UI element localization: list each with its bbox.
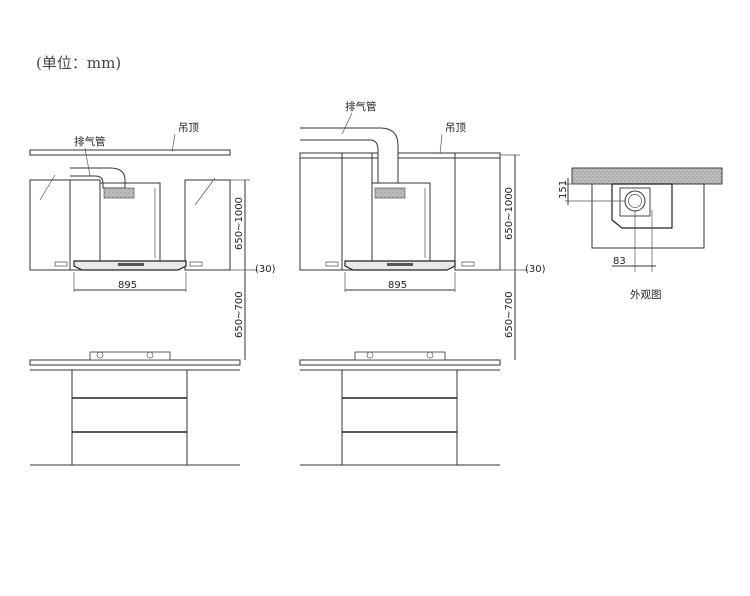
side-caption: 外观图: [630, 289, 662, 301]
ceiling-section: [571, 167, 723, 185]
ceiling-slab: [29, 149, 231, 156]
side-top-dim: 151: [558, 180, 569, 199]
wall-cabinet-right: [454, 152, 501, 271]
hood-control-strip: [118, 263, 144, 266]
cabinet-handle: [189, 261, 203, 267]
cabinet-handle: [461, 261, 475, 267]
middle-duct-label: 排气管: [345, 100, 377, 113]
middle-width-dim: 895: [388, 280, 407, 291]
cabinet-handle: [54, 261, 68, 267]
exhaust-duct: [70, 167, 126, 189]
side-view: 151 83 外观图: [558, 167, 723, 301]
middle-cooktop-gap-dim: 650~700: [504, 291, 515, 338]
middle-hood-height-dim: 650~1000: [504, 187, 515, 240]
cabinet-handle: [325, 261, 339, 267]
left-cooktop-gap-dim: 650~700: [234, 291, 245, 338]
left-hood-height-dim: 650~1000: [234, 197, 245, 250]
hood-control-strip: [387, 263, 413, 266]
wall-cabinet-inner-left: [341, 152, 373, 271]
ceiling-slab: [299, 152, 501, 159]
wall-cabinet-left: [299, 152, 343, 271]
base-cabinet: [341, 369, 458, 466]
left-width-dim: 895: [118, 280, 137, 291]
countertop: [29, 359, 241, 366]
hood-filter: [103, 187, 135, 199]
middle-offset-dim: (30): [525, 264, 546, 275]
wall-cabinet-inner-left: [69, 179, 101, 271]
left-ceiling-label: 吊顶: [178, 122, 199, 134]
hood-filter: [374, 187, 406, 199]
wall-cabinet-right: [184, 179, 231, 271]
countertop: [299, 359, 501, 366]
left-duct-label: 排气管: [74, 135, 106, 148]
left-offset-dim: (30): [255, 264, 276, 275]
base-cabinet: [71, 369, 188, 466]
cooktop: [354, 351, 446, 361]
left-view: 895 650~1000 650~700 (30) 排气管 吊顶: [29, 122, 276, 466]
wall-cabinet-left: [29, 179, 71, 271]
cooktop: [89, 351, 171, 361]
side-depth-dim: 83: [613, 256, 626, 267]
unit-note: (单位：mm): [36, 54, 121, 72]
middle-view: 895 650~1000 650~700 (30) 排气管 吊顶: [299, 100, 546, 466]
middle-ceiling-label: 吊顶: [445, 122, 466, 134]
